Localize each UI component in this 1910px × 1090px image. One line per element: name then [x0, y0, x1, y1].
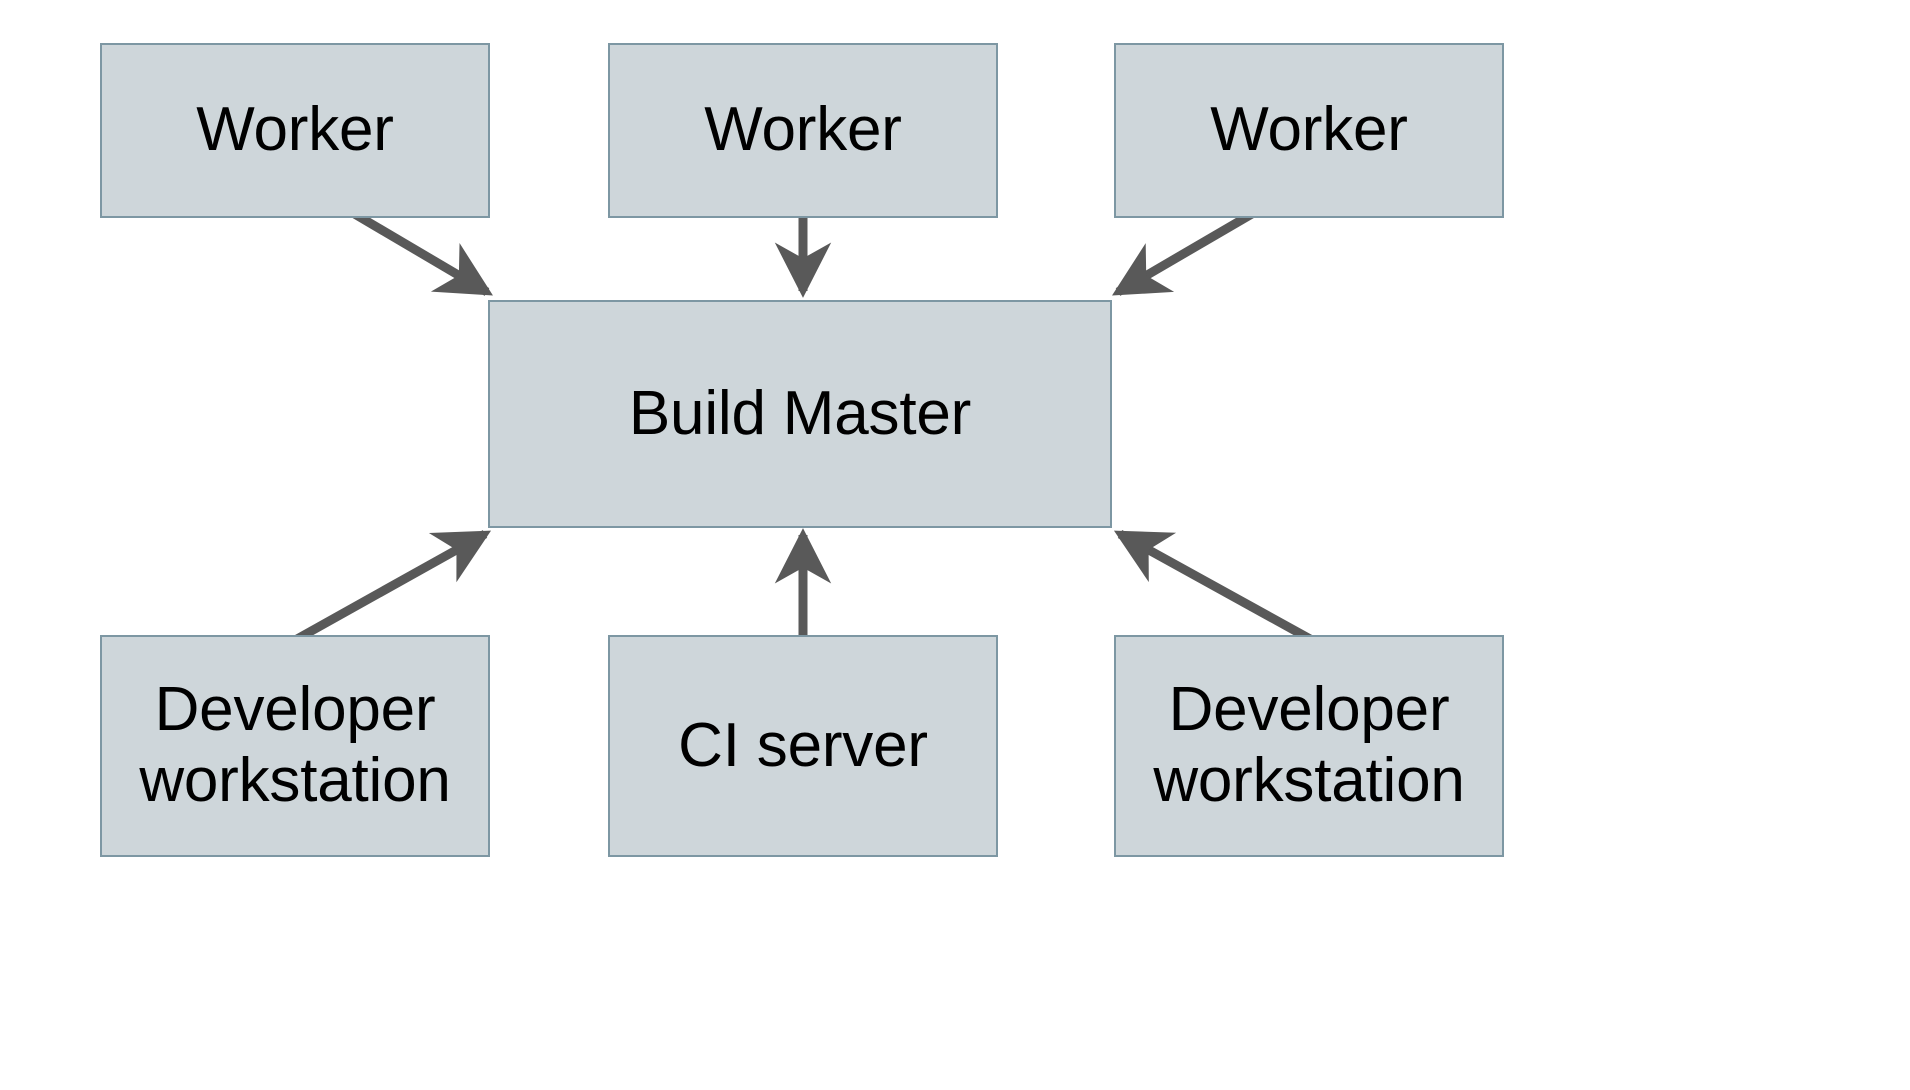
node-worker-right-label: Worker — [1210, 95, 1408, 165]
node-developer-workstation-left[interactable]: Developer workstation — [100, 635, 490, 857]
node-developer-workstation-right-label: Developer workstation — [1153, 675, 1465, 815]
node-developer-workstation-right[interactable]: Developer workstation — [1114, 635, 1504, 857]
edge-dev-left-to-build-master — [294, 530, 492, 643]
node-worker-left[interactable]: Worker — [100, 43, 490, 218]
node-worker-left-label: Worker — [196, 95, 394, 165]
node-ci-server-label: CI server — [678, 710, 928, 780]
node-ci-server[interactable]: CI server — [608, 635, 998, 857]
node-build-master-label: Build Master — [628, 378, 972, 448]
node-worker-middle[interactable]: Worker — [608, 43, 998, 218]
node-worker-middle-label: Worker — [704, 95, 902, 165]
node-build-master[interactable]: Build Master — [488, 300, 1112, 528]
edge-dev-right-to-build-master — [1113, 530, 1313, 643]
node-developer-workstation-left-label: Developer workstation — [139, 675, 451, 815]
node-worker-right[interactable]: Worker — [1114, 43, 1504, 218]
